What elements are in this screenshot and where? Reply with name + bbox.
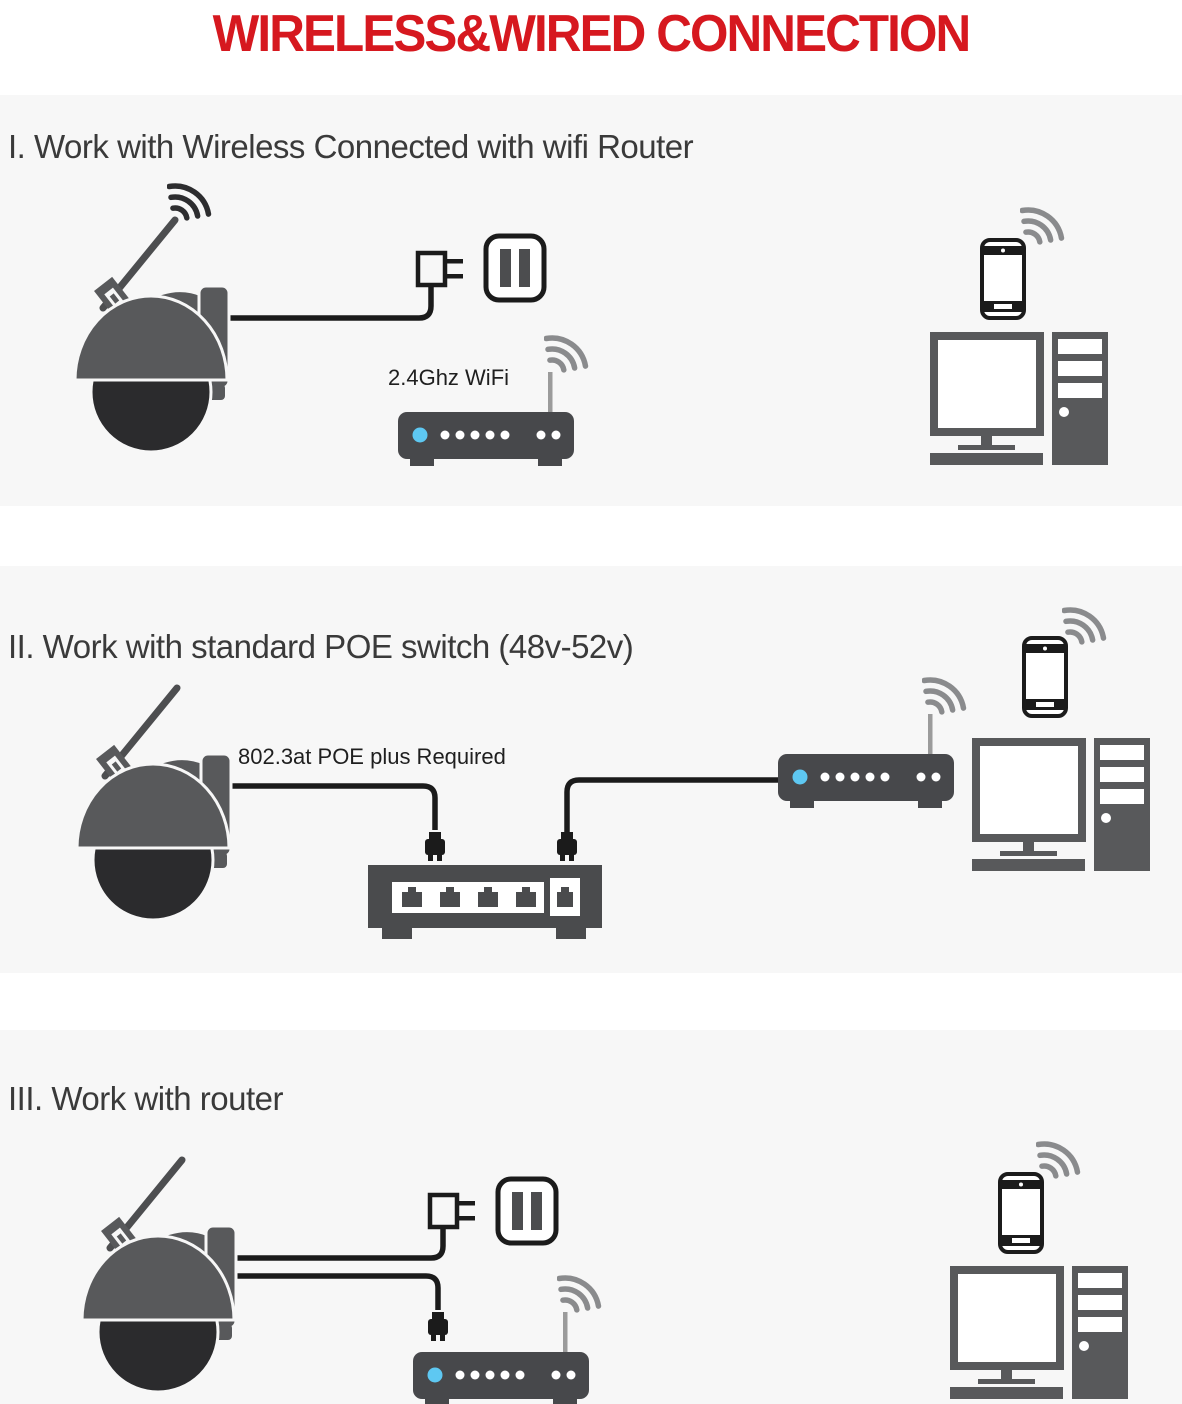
phone-wifi-signal-icon [1022,210,1061,242]
ptz-camera-icon [77,688,231,920]
camera-to-switch-wire [229,783,438,830]
camera-to-power-wire [229,287,434,321]
desktop-computer-icon [950,1266,1128,1399]
power-adapter-icon [418,253,463,285]
section-3-heading: III. Work with router [8,1080,283,1117]
poe-requirement-label: 802.3at POE plus Required [238,744,506,769]
ethernet-connector-icon [428,1312,448,1341]
wifi-router-icon [778,714,954,808]
camera-to-power-wire [236,1229,446,1261]
page-title: WIRELESS&WIRED CONNECTION [212,5,972,63]
desktop-computer-icon [972,738,1150,871]
camera-to-router-wire [236,1273,441,1310]
ptz-camera-icon [82,1160,236,1392]
desktop-computer-icon [930,332,1108,465]
phone-wifi-signal-icon [1038,1144,1077,1176]
smartphone-icon [1022,636,1068,718]
router-wifi-signal-icon [546,338,585,370]
phone-wifi-signal-icon [1064,610,1103,642]
section-1-heading: I. Work with Wireless Connected with wif… [8,128,694,165]
ethernet-connector-icon [425,832,445,861]
wall-outlet-icon [486,236,544,300]
section-2-heading: II. Work with standard POE switch (48v-5… [8,628,634,665]
ethernet-connector-icon [557,832,577,861]
wifi-band-label: 2.4Ghz WiFi [388,365,510,390]
poe-switch-icon [368,865,602,939]
smartphone-icon [998,1172,1044,1254]
power-adapter-icon [430,1195,475,1227]
camera-wifi-signal-icon [169,186,208,218]
wall-outlet-icon [498,1179,556,1243]
wireless-ptz-camera-icon [75,220,229,452]
router-wifi-signal-icon [924,680,963,712]
router-wifi-signal-icon [559,1278,598,1310]
smartphone-icon [980,238,1026,320]
switch-to-router-wire [564,777,778,834]
